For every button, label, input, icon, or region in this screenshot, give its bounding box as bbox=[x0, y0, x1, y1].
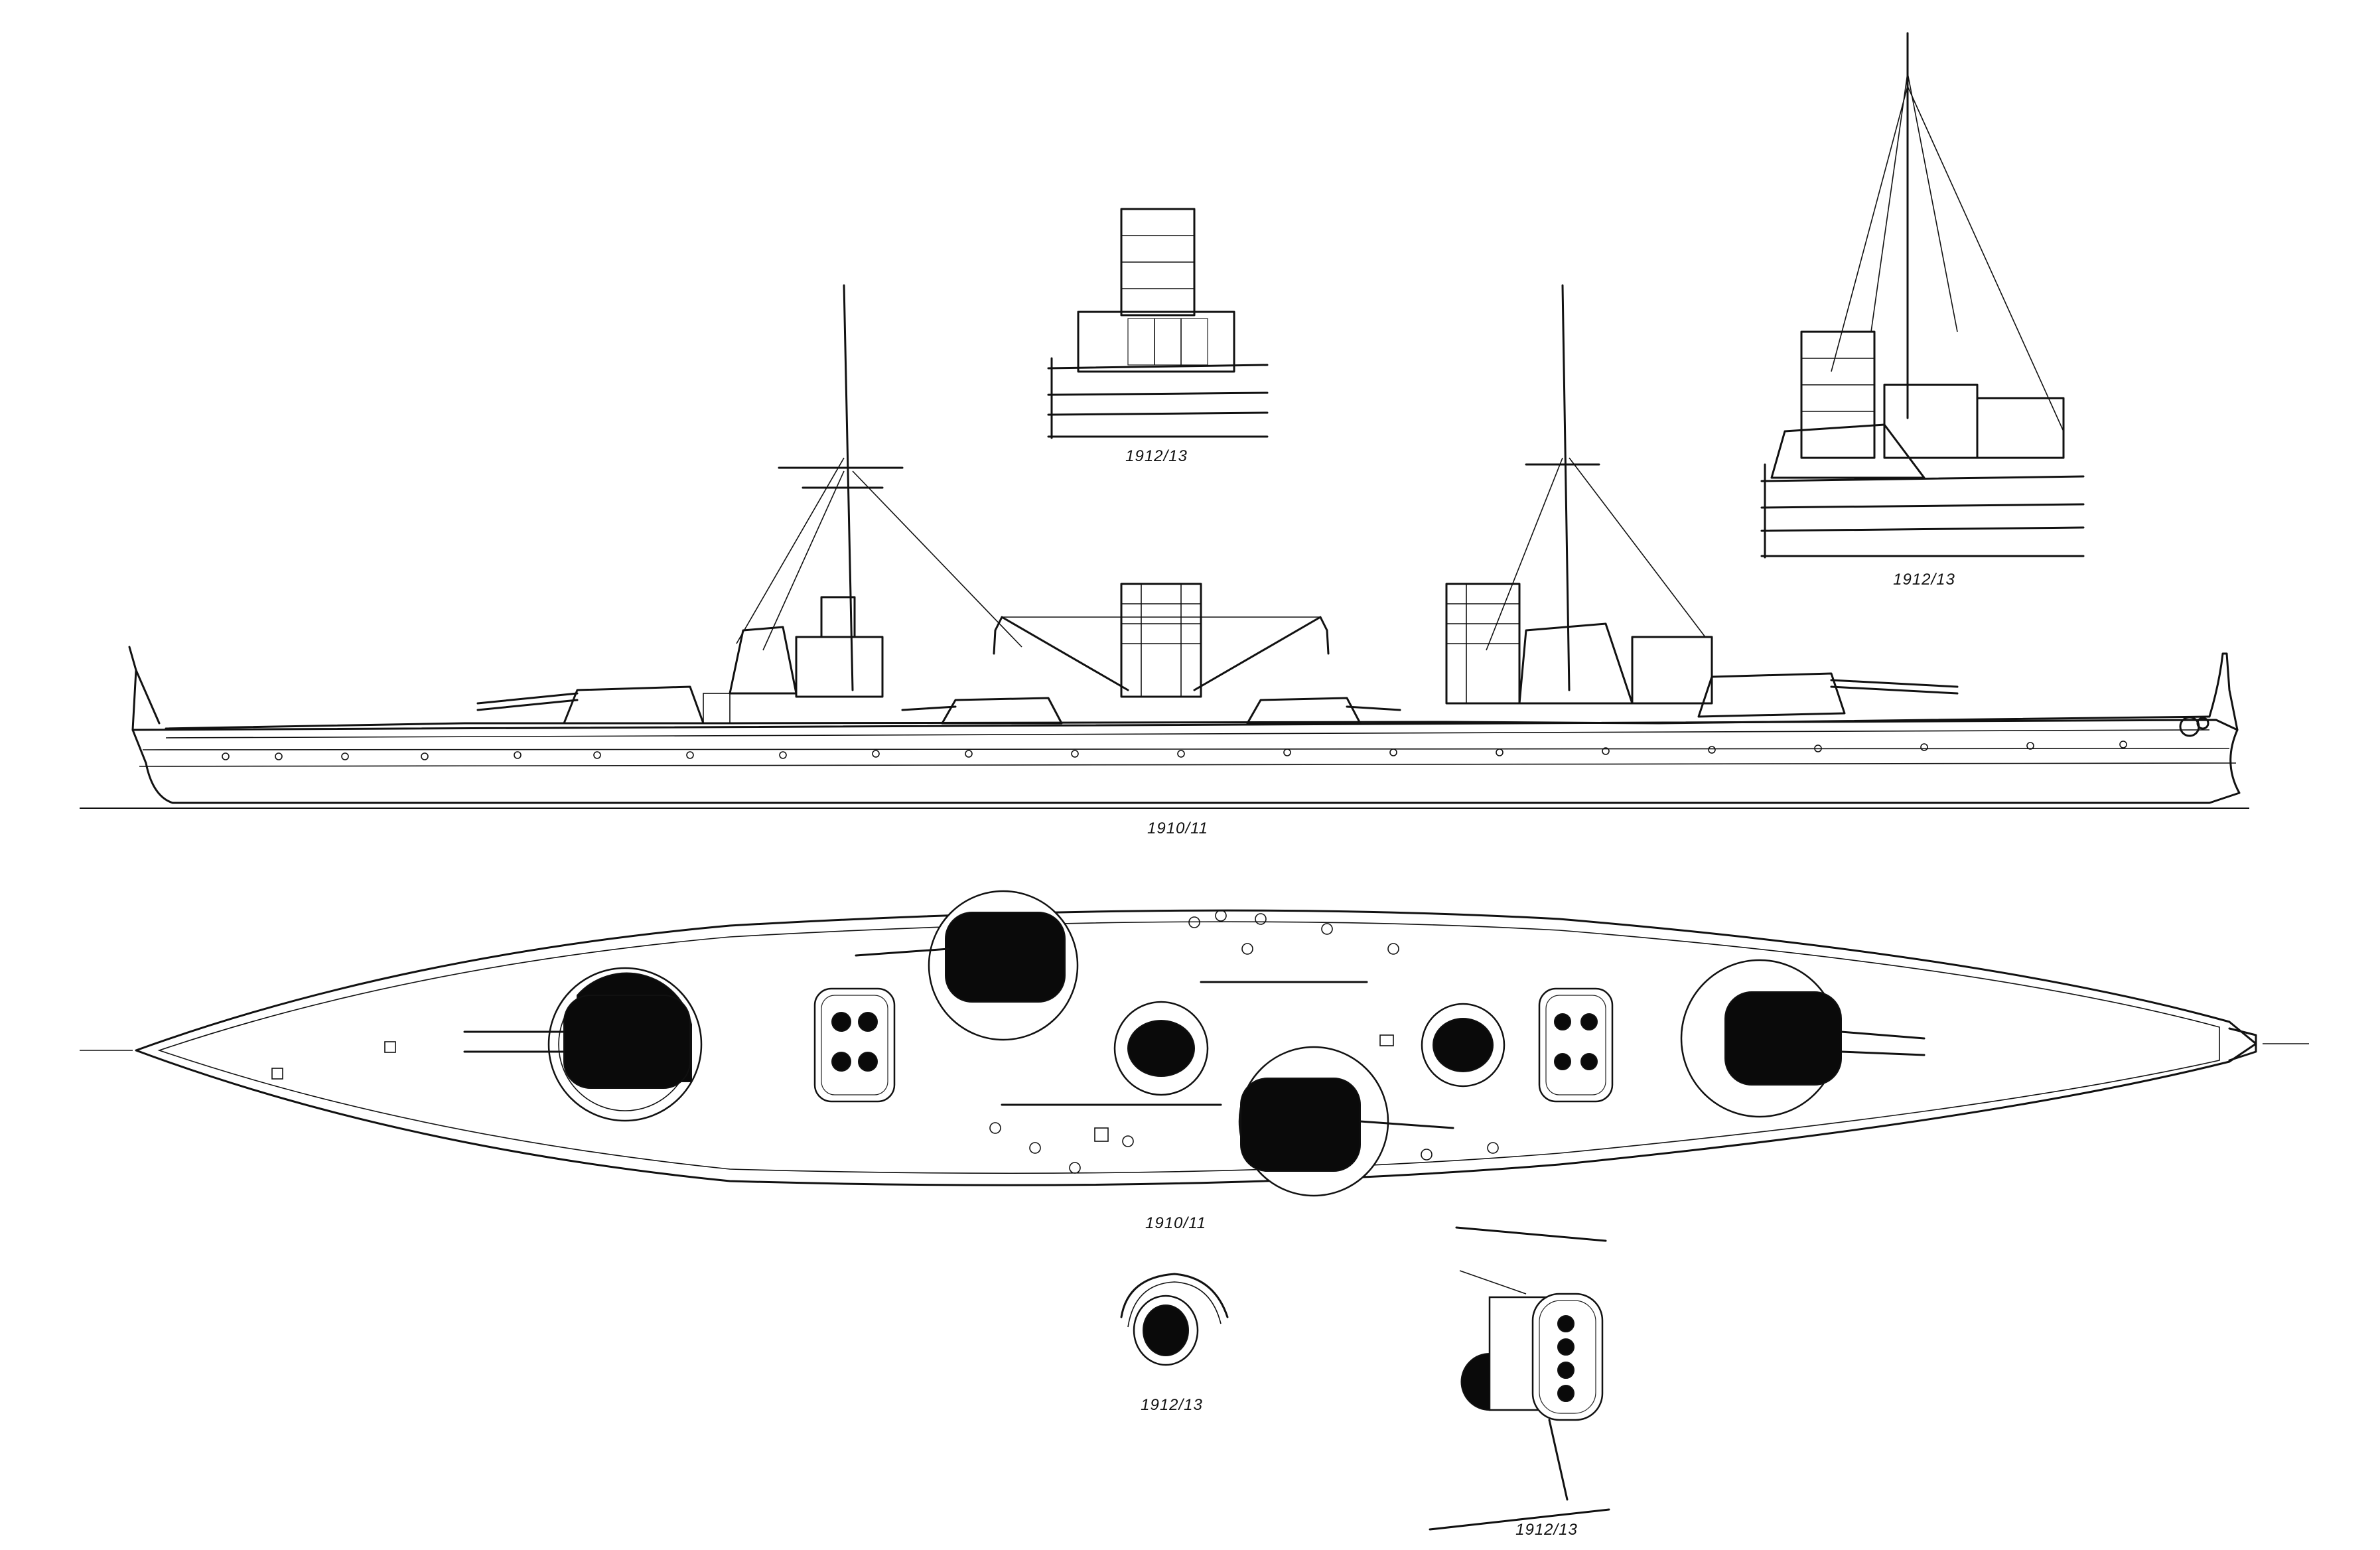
deck-fittings bbox=[271, 910, 1499, 1174]
turret-plan-midship-port bbox=[855, 890, 1079, 1041]
stern-flagstaff bbox=[128, 646, 161, 731]
deck-plan bbox=[80, 890, 2309, 1197]
turret-plan-detail bbox=[1120, 1273, 1229, 1366]
bow-stem bbox=[2208, 652, 2239, 731]
foremast bbox=[1486, 284, 1713, 705]
caption-profile: 1910/11 bbox=[1147, 819, 1208, 837]
superstructure-plan-detail bbox=[1429, 1226, 1610, 1531]
caption-plan: 1910/11 bbox=[1145, 1214, 1206, 1232]
hull-profile bbox=[131, 719, 2241, 804]
bridge-plan-fore bbox=[1538, 987, 1614, 1103]
caption-superstructure-detail: 1912/13 bbox=[1515, 1521, 1578, 1539]
upper-deck bbox=[165, 715, 2211, 730]
turret-plan-midship-stbd bbox=[1238, 1046, 1454, 1197]
anchor-bow bbox=[2179, 716, 2209, 737]
bridge-detail-fore-view bbox=[1047, 208, 1269, 439]
boat-cranes bbox=[993, 616, 1330, 691]
caption-turret-detail: 1912/13 bbox=[1141, 1396, 1203, 1414]
turret-midship-1 bbox=[901, 697, 1063, 725]
side-profile bbox=[80, 284, 2249, 809]
bridge-plan-aft bbox=[813, 987, 896, 1103]
funnel-midship bbox=[1120, 583, 1202, 698]
bridge-detail-aft-view bbox=[1760, 32, 2085, 559]
turret-plan-fore bbox=[1680, 959, 1925, 1118]
mainmast-aft bbox=[729, 284, 1022, 698]
funnel-plan-midship bbox=[1113, 1001, 1209, 1096]
casemate-ports bbox=[222, 740, 2127, 760]
caption-bridge-fore: 1912/13 bbox=[1125, 447, 1188, 465]
turret-midship-2 bbox=[1246, 697, 1401, 725]
turret-fore bbox=[1697, 672, 1959, 718]
caption-bridge-aft: 1912/13 bbox=[1893, 571, 1955, 589]
turret-aft bbox=[476, 685, 731, 725]
funnel-fore bbox=[1445, 583, 1521, 705]
funnel-plan-fore bbox=[1421, 1003, 1505, 1088]
turret-plan-aft bbox=[463, 967, 703, 1122]
